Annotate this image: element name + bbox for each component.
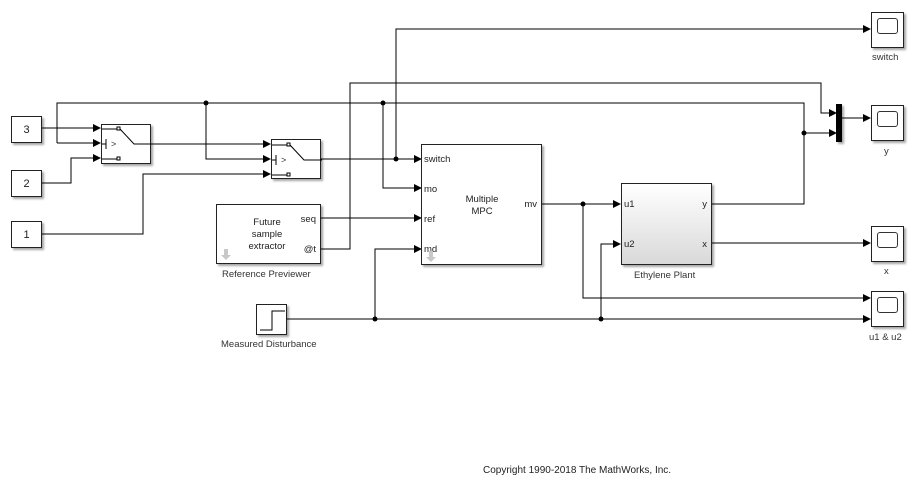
junction-dot — [380, 100, 386, 106]
switch-block-2[interactable]: > — [271, 139, 322, 179]
switch-threshold: > — [111, 139, 116, 149]
constant-block-2[interactable]: 2 — [11, 170, 42, 197]
line-const2-switch1 — [42, 154, 101, 184]
switch-icon: > — [272, 142, 322, 177]
line-switch-scope — [395, 25, 871, 159]
port-t: @t — [303, 244, 316, 255]
constant-value: 1 — [23, 228, 30, 241]
previewer-text-line: sample — [251, 229, 283, 240]
junction-dot — [372, 316, 378, 322]
junction-dot — [801, 130, 807, 136]
port-switch: switch — [424, 154, 451, 165]
scope-block-u1-u2[interactable] — [871, 291, 904, 327]
constant-value: 2 — [23, 177, 30, 190]
switch-block-1[interactable]: > — [101, 124, 152, 164]
mpc-title-line: MPC — [471, 206, 493, 217]
scope-block-x[interactable] — [871, 226, 904, 262]
line-plant-y — [712, 129, 837, 205]
line-bus-switch2-mid — [205, 103, 271, 163]
line-bus-mpc-mo — [382, 103, 422, 192]
mask-arrow-icon — [221, 249, 231, 260]
reference-previewer-label: Reference Previewer — [222, 269, 311, 280]
measured-disturbance-label: Measured Disturbance — [221, 339, 317, 350]
mux-block[interactable] — [836, 104, 842, 142]
port-seq: seq — [300, 214, 316, 225]
port-mv: mv — [524, 199, 537, 210]
port-ref: ref — [424, 214, 436, 225]
line-t-mux — [321, 82, 837, 250]
port-u2: u2 — [624, 239, 635, 250]
copyright-text: Copyright 1990-2018 The MathWorks, Inc. — [483, 465, 672, 476]
junction-dot — [393, 156, 399, 162]
ethylene-plant-label: Ethylene Plant — [634, 270, 696, 281]
measured-disturbance-block[interactable] — [256, 304, 287, 335]
port-x: x — [702, 239, 707, 250]
port-y: y — [702, 199, 707, 210]
line-mo-bus — [56, 102, 805, 143]
switch-icon: > — [102, 126, 152, 161]
scope-screen-icon — [877, 297, 898, 313]
junction-dot — [203, 100, 209, 106]
line-md-mpc — [374, 245, 422, 319]
ethylene-plant-block[interactable]: u1 u2 y x — [621, 183, 712, 265]
multiple-mpc-block[interactable]: Multiple MPC switch mo ref md mv — [421, 144, 542, 265]
scope-block-switch[interactable] — [871, 12, 904, 48]
port-mo: mo — [424, 184, 438, 195]
previewer-text-line: Future — [253, 217, 281, 228]
mask-arrow-icon — [426, 251, 436, 262]
junction-dot — [598, 316, 604, 322]
port-u1: u1 — [624, 199, 635, 210]
scope-screen-icon — [877, 111, 898, 127]
scope-label-y: y — [884, 146, 889, 157]
scope-block-y[interactable] — [871, 105, 904, 141]
previewer-text-line: extractor — [248, 241, 286, 252]
constant-block-3[interactable]: 3 — [11, 116, 42, 143]
scope-label-u1-u2: u1 & u2 — [869, 332, 902, 343]
mpc-title-line: Multiple — [465, 194, 499, 205]
scope-screen-icon — [877, 232, 898, 248]
constant-block-1[interactable]: 1 — [11, 221, 42, 248]
switch-threshold: > — [281, 155, 286, 165]
port-md: md — [424, 244, 438, 255]
scope-label-x: x — [884, 266, 889, 277]
step-icon — [260, 310, 285, 331]
line-mv-scope — [582, 204, 871, 302]
reference-previewer-block[interactable]: Future sample extractor seq @t — [216, 204, 321, 264]
scope-screen-icon — [877, 18, 898, 34]
line-md-u2 — [600, 240, 621, 319]
scope-label-switch: switch — [872, 52, 899, 63]
line-const1-switch2 — [42, 170, 271, 235]
constant-value: 3 — [23, 123, 30, 136]
junction-dot — [580, 201, 586, 207]
